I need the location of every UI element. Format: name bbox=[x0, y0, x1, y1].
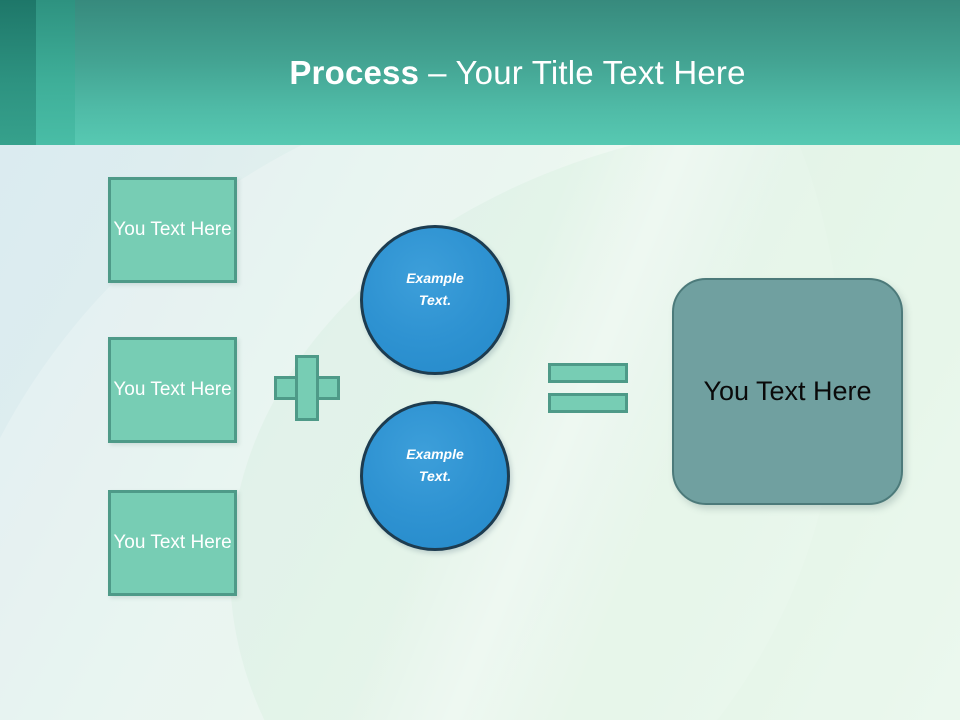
header-accent-band-mid bbox=[36, 0, 75, 145]
slide-header: Process – Your Title Text Here bbox=[0, 0, 960, 145]
page-title: Process – Your Title Text Here bbox=[75, 0, 960, 145]
header-accent-band-dark bbox=[0, 0, 36, 145]
result-box-label: You Text Here bbox=[703, 376, 872, 406]
example-circle-2-line1: Example bbox=[406, 446, 464, 463]
example-circle-1[interactable]: Example Text. bbox=[360, 225, 510, 375]
equals-icon-top-bar bbox=[548, 363, 628, 383]
plus-icon bbox=[274, 355, 340, 421]
input-box-1[interactable]: You Text Here bbox=[108, 177, 237, 283]
page-title-strong: Process bbox=[289, 53, 420, 91]
example-circle-1-line1: Example bbox=[406, 270, 464, 287]
example-circle-1-text: Example Text. bbox=[406, 268, 464, 311]
equals-icon bbox=[548, 363, 628, 413]
input-box-2[interactable]: You Text Here bbox=[108, 337, 237, 443]
input-box-1-label: You Text Here bbox=[113, 219, 232, 241]
example-circle-1-line2: Text. bbox=[418, 292, 452, 308]
input-box-2-label: You Text Here bbox=[113, 379, 232, 401]
example-circle-2-text: Example Text. bbox=[406, 444, 464, 487]
header-gradient-band bbox=[75, 0, 960, 145]
equals-icon-bottom-bar bbox=[548, 393, 628, 413]
example-circle-2-line2: Text. bbox=[418, 468, 452, 484]
plus-icon-center-fill bbox=[298, 379, 316, 397]
result-box[interactable]: You Text Here bbox=[672, 278, 903, 505]
input-box-3[interactable]: You Text Here bbox=[108, 490, 237, 596]
page-title-rest: – Your Title Text Here bbox=[428, 53, 746, 91]
input-box-3-label: You Text Here bbox=[113, 532, 232, 554]
example-circle-2[interactable]: Example Text. bbox=[360, 401, 510, 551]
